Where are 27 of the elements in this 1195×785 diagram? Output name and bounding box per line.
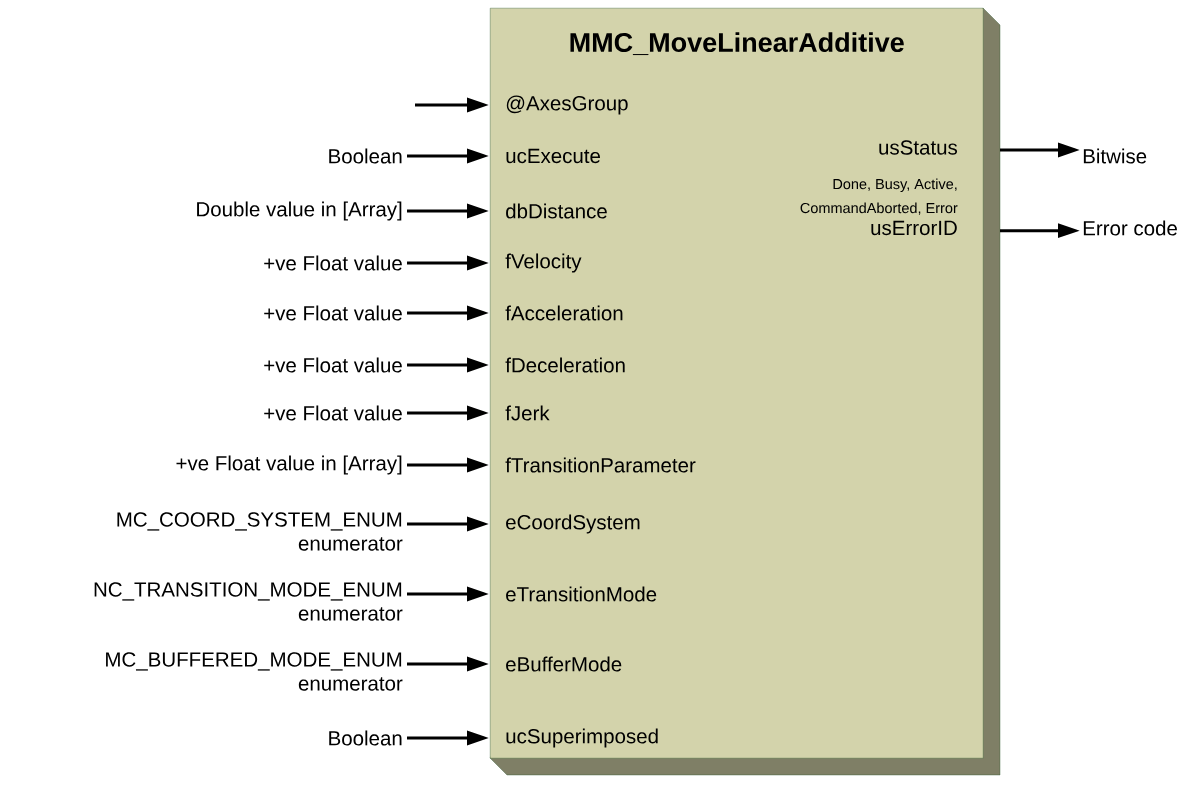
input-pin-label: eTransitionMode bbox=[506, 586, 657, 602]
input-pin-label: ucSuperimposed bbox=[506, 728, 658, 748]
input-pin-label: @AxesGroup bbox=[506, 95, 628, 115]
output-type-label: Error code bbox=[1083, 220, 1177, 236]
output-pin-label: usStatus Done, Busy, Active, CommandAborted, Error bbox=[800, 140, 958, 215]
input-pin-label: fJerk bbox=[505, 405, 550, 421]
input-type-label: +ve Float value bbox=[264, 305, 402, 321]
input-pin-label: ucExecute bbox=[506, 148, 600, 164]
input-pin-label: fDeceleration bbox=[505, 357, 625, 373]
output-pin-label: usErrorID bbox=[871, 220, 957, 236]
input-type-label: Boolean bbox=[329, 148, 402, 164]
input-pin-label: eBufferMode bbox=[506, 656, 622, 672]
input-type-label: NC_TRANSITION_MODE_ENUM enumerator bbox=[94, 582, 403, 621]
input-type-label: Double value in [Array] bbox=[197, 201, 402, 221]
input-type-label: MC_BUFFERED_MODE_ENUM enumerator bbox=[106, 652, 403, 691]
input-pin-label: dbDistance bbox=[506, 203, 607, 219]
output-type-label: Bitwise bbox=[1083, 148, 1147, 164]
input-pin-label: fAcceleration bbox=[505, 305, 623, 321]
input-pin-label: fVelocity bbox=[505, 253, 582, 273]
input-pin-label: fTransitionParameter bbox=[505, 457, 696, 473]
input-type-label: +ve Float value bbox=[264, 255, 402, 271]
input-type-label: +ve Float value bbox=[264, 357, 402, 373]
input-type-label: +ve Float value bbox=[264, 405, 402, 421]
input-pin-label: eCoordSystem bbox=[506, 514, 640, 534]
input-type-label: +ve Float value in [Array] bbox=[176, 455, 402, 475]
input-type-label: Boolean bbox=[329, 730, 402, 746]
input-type-label: MC_COORD_SYSTEM_ENUM enumerator bbox=[117, 512, 403, 551]
